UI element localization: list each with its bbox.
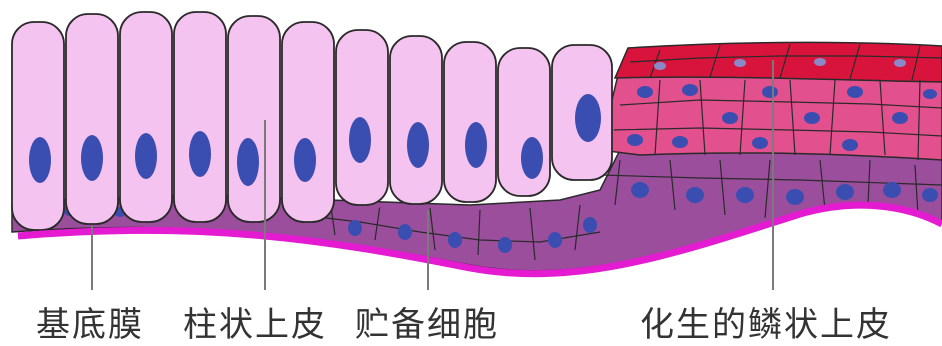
label-basement-membrane: 基底膜 (36, 297, 144, 346)
label-columnar-epithelium: 柱状上皮 (183, 297, 327, 346)
label-reserve-cells: 贮备细胞 (355, 297, 499, 346)
squamous-top-layer (615, 42, 942, 82)
columnar-cells (12, 12, 612, 230)
label-metaplastic-squamous-epithelium: 化生的鳞状上皮 (640, 297, 892, 346)
